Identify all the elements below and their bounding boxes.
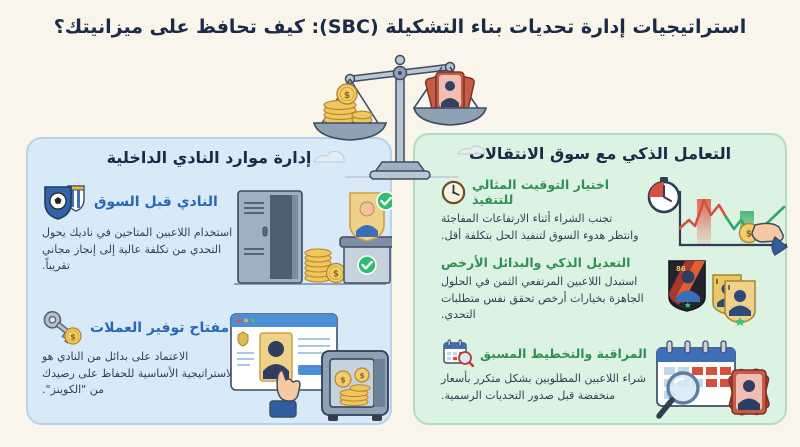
calendar-watchlist-illustration	[656, 340, 770, 419]
pointing-hand-icon	[269, 369, 301, 418]
dollar-symbol: $	[344, 91, 350, 101]
check-icon	[357, 255, 377, 275]
player-cards-pan	[412, 71, 488, 126]
svg-text:$: $	[333, 270, 339, 280]
player-cards-illustration: 86	[668, 260, 756, 326]
section-ideal-timing: اختيار التوقيت المثالي للتنفيذ تجنب الشر…	[441, 177, 641, 244]
section-body: تجنب الشراء أثناء الارتفاعات المفاجئة وا…	[441, 212, 639, 242]
section-body: الاعتماد على بدائل من النادي هو الاسترات…	[42, 350, 236, 396]
section-heading: اختيار التوقيت المثالي للتنفيذ	[471, 177, 610, 207]
magnifier-icon	[656, 371, 700, 419]
section-body: استخدام اللاعبين المتاحين في ناديك يحول …	[42, 226, 233, 272]
panel-transfer-market: التعامل الذكي مع سوق الانتقالات اختيار ا…	[413, 133, 789, 425]
calendar-magnifier-icon	[443, 339, 474, 367]
card-rating: 86	[676, 265, 686, 273]
clock-icon	[441, 180, 466, 204]
key-coin-icon: $	[43, 311, 82, 345]
locker-coins-card-illustration: $	[234, 190, 392, 285]
section-club-before-market: النادي قبل السوق استخدام اللاعبين المتاح…	[42, 183, 238, 275]
section-heading: النادي قبل السوق	[94, 194, 218, 210]
market-chart-illustration: $	[647, 177, 789, 256]
section-smart-alternatives: التعديل الذكي والبدائل الأرخص استبدل الل…	[441, 255, 653, 324]
section-heading: مفتاح توفير العملات	[90, 320, 230, 336]
svg-text:$: $	[340, 376, 345, 385]
svg-text:$: $	[746, 230, 752, 240]
wanted-player-cards	[728, 368, 770, 416]
section-heading: المراقبة والتخطيط المسبق	[480, 345, 647, 361]
scale-pole	[395, 67, 405, 172]
special-dark-card: 86	[668, 260, 706, 312]
cloud-icon	[313, 145, 485, 163]
svg-text:$: $	[70, 333, 76, 342]
svg-text:$: $	[360, 372, 365, 380]
section-monitoring-planning: المراقبة والتخطيط المسبق شراء اللاعبين ا…	[441, 339, 647, 404]
balance-scale-illustration: $	[312, 54, 488, 180]
section-body: استبدل اللاعبين المرتفعي الثمن في الحلول…	[441, 275, 644, 321]
left-panel-title: إدارة موارد النادي الداخلية	[106, 148, 312, 167]
gold-cards	[712, 274, 756, 326]
section-coin-saving-key: $ مفتاح توفير العملات الاعتماد على بدائل…	[42, 311, 238, 399]
panel-club-resources: إدارة موارد النادي الداخلية النادي قبل ا…	[26, 137, 392, 425]
club-badge-football-icon	[44, 185, 85, 220]
stopwatch-icon	[647, 177, 681, 214]
section-body: شراء اللاعبين المطلوبين بشكل متكرر بأسعا…	[441, 372, 646, 402]
check-icon	[376, 191, 392, 211]
section-heading: التعديل الذكي والبدائل الأرخص	[441, 255, 631, 270]
coins-pan: $	[312, 83, 388, 141]
hand-coin-icon: $	[738, 222, 789, 256]
page-title: استراتيجيات إدارة تحديات بناء التشكيلة (…	[53, 16, 747, 38]
right-panel-title: التعامل الذكي مع سوق الانتقالات	[468, 144, 732, 163]
browser-card-safe-illustration: $ $	[230, 313, 389, 421]
